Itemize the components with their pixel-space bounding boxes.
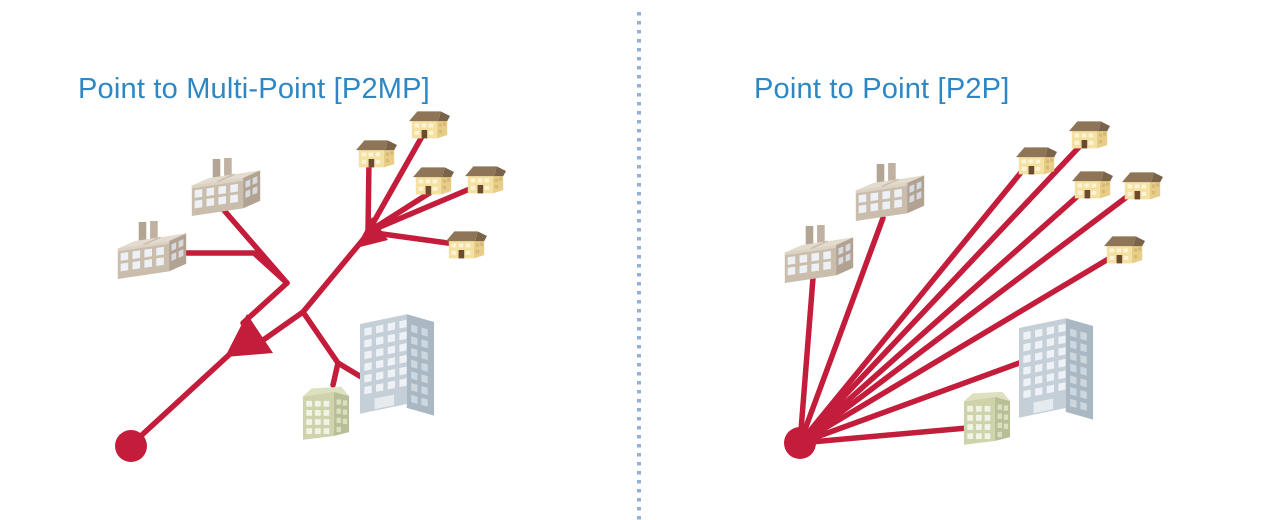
house-icon — [1122, 172, 1163, 200]
link-house-4 — [365, 185, 475, 235]
house-icon — [356, 140, 397, 168]
link-factory-2 — [797, 275, 816, 446]
house-icon — [1016, 147, 1057, 175]
link-house-4 — [797, 193, 1131, 446]
house-icon — [1104, 236, 1145, 264]
p2mp-buildings — [117, 111, 506, 440]
office-tower-icon — [1018, 318, 1094, 420]
branch-tower-line — [335, 360, 366, 381]
link-house-3 — [797, 191, 1083, 446]
factory-icon — [855, 162, 925, 222]
merge-arrowhead-icon — [225, 314, 273, 357]
office-tower-icon — [359, 314, 435, 416]
p2p-title: Point to Point [P2P] — [754, 73, 1010, 106]
hub-dot — [784, 427, 816, 459]
link-house-1 — [365, 157, 372, 235]
p2p-diagram — [784, 121, 1163, 459]
apartment-building-icon — [963, 391, 1011, 445]
hub-dot — [115, 430, 147, 462]
house-icon — [465, 166, 506, 194]
feeder-line — [128, 350, 234, 448]
house-icon — [1072, 171, 1113, 199]
link-factory-1 — [797, 215, 886, 446]
p2mp-panel: Point to Multi-Point [P2MP] — [78, 73, 506, 462]
apartment-building-icon — [302, 386, 350, 440]
p2p-links — [797, 142, 1131, 446]
factory-icon — [191, 157, 261, 217]
factory-icon — [784, 224, 854, 284]
p2mp-diagram — [115, 111, 506, 462]
house-icon — [446, 231, 487, 259]
house-icon — [1069, 121, 1110, 149]
factory-icon — [117, 220, 187, 280]
link-house-1 — [797, 167, 1026, 446]
p2mp-title: Point to Multi-Point [P2MP] — [78, 73, 430, 106]
link-house-2 — [797, 142, 1084, 446]
link-house-2 — [365, 130, 427, 235]
dotted-divider — [637, 12, 641, 520]
p2mp-links — [128, 130, 475, 448]
link-house-5 — [797, 255, 1113, 446]
link-factory-2 — [177, 250, 290, 286]
branch-apartment-line — [300, 309, 341, 388]
trunk-line — [246, 233, 369, 353]
link-tower — [797, 359, 1025, 446]
factory-corridor-line — [240, 280, 290, 326]
house-icon — [413, 167, 454, 195]
house-icon — [409, 111, 450, 139]
fan-junction-wedge — [356, 217, 388, 248]
p2p-panel: Point to Point [P2P] — [640, 0, 1280, 520]
link-apartment — [797, 425, 970, 446]
